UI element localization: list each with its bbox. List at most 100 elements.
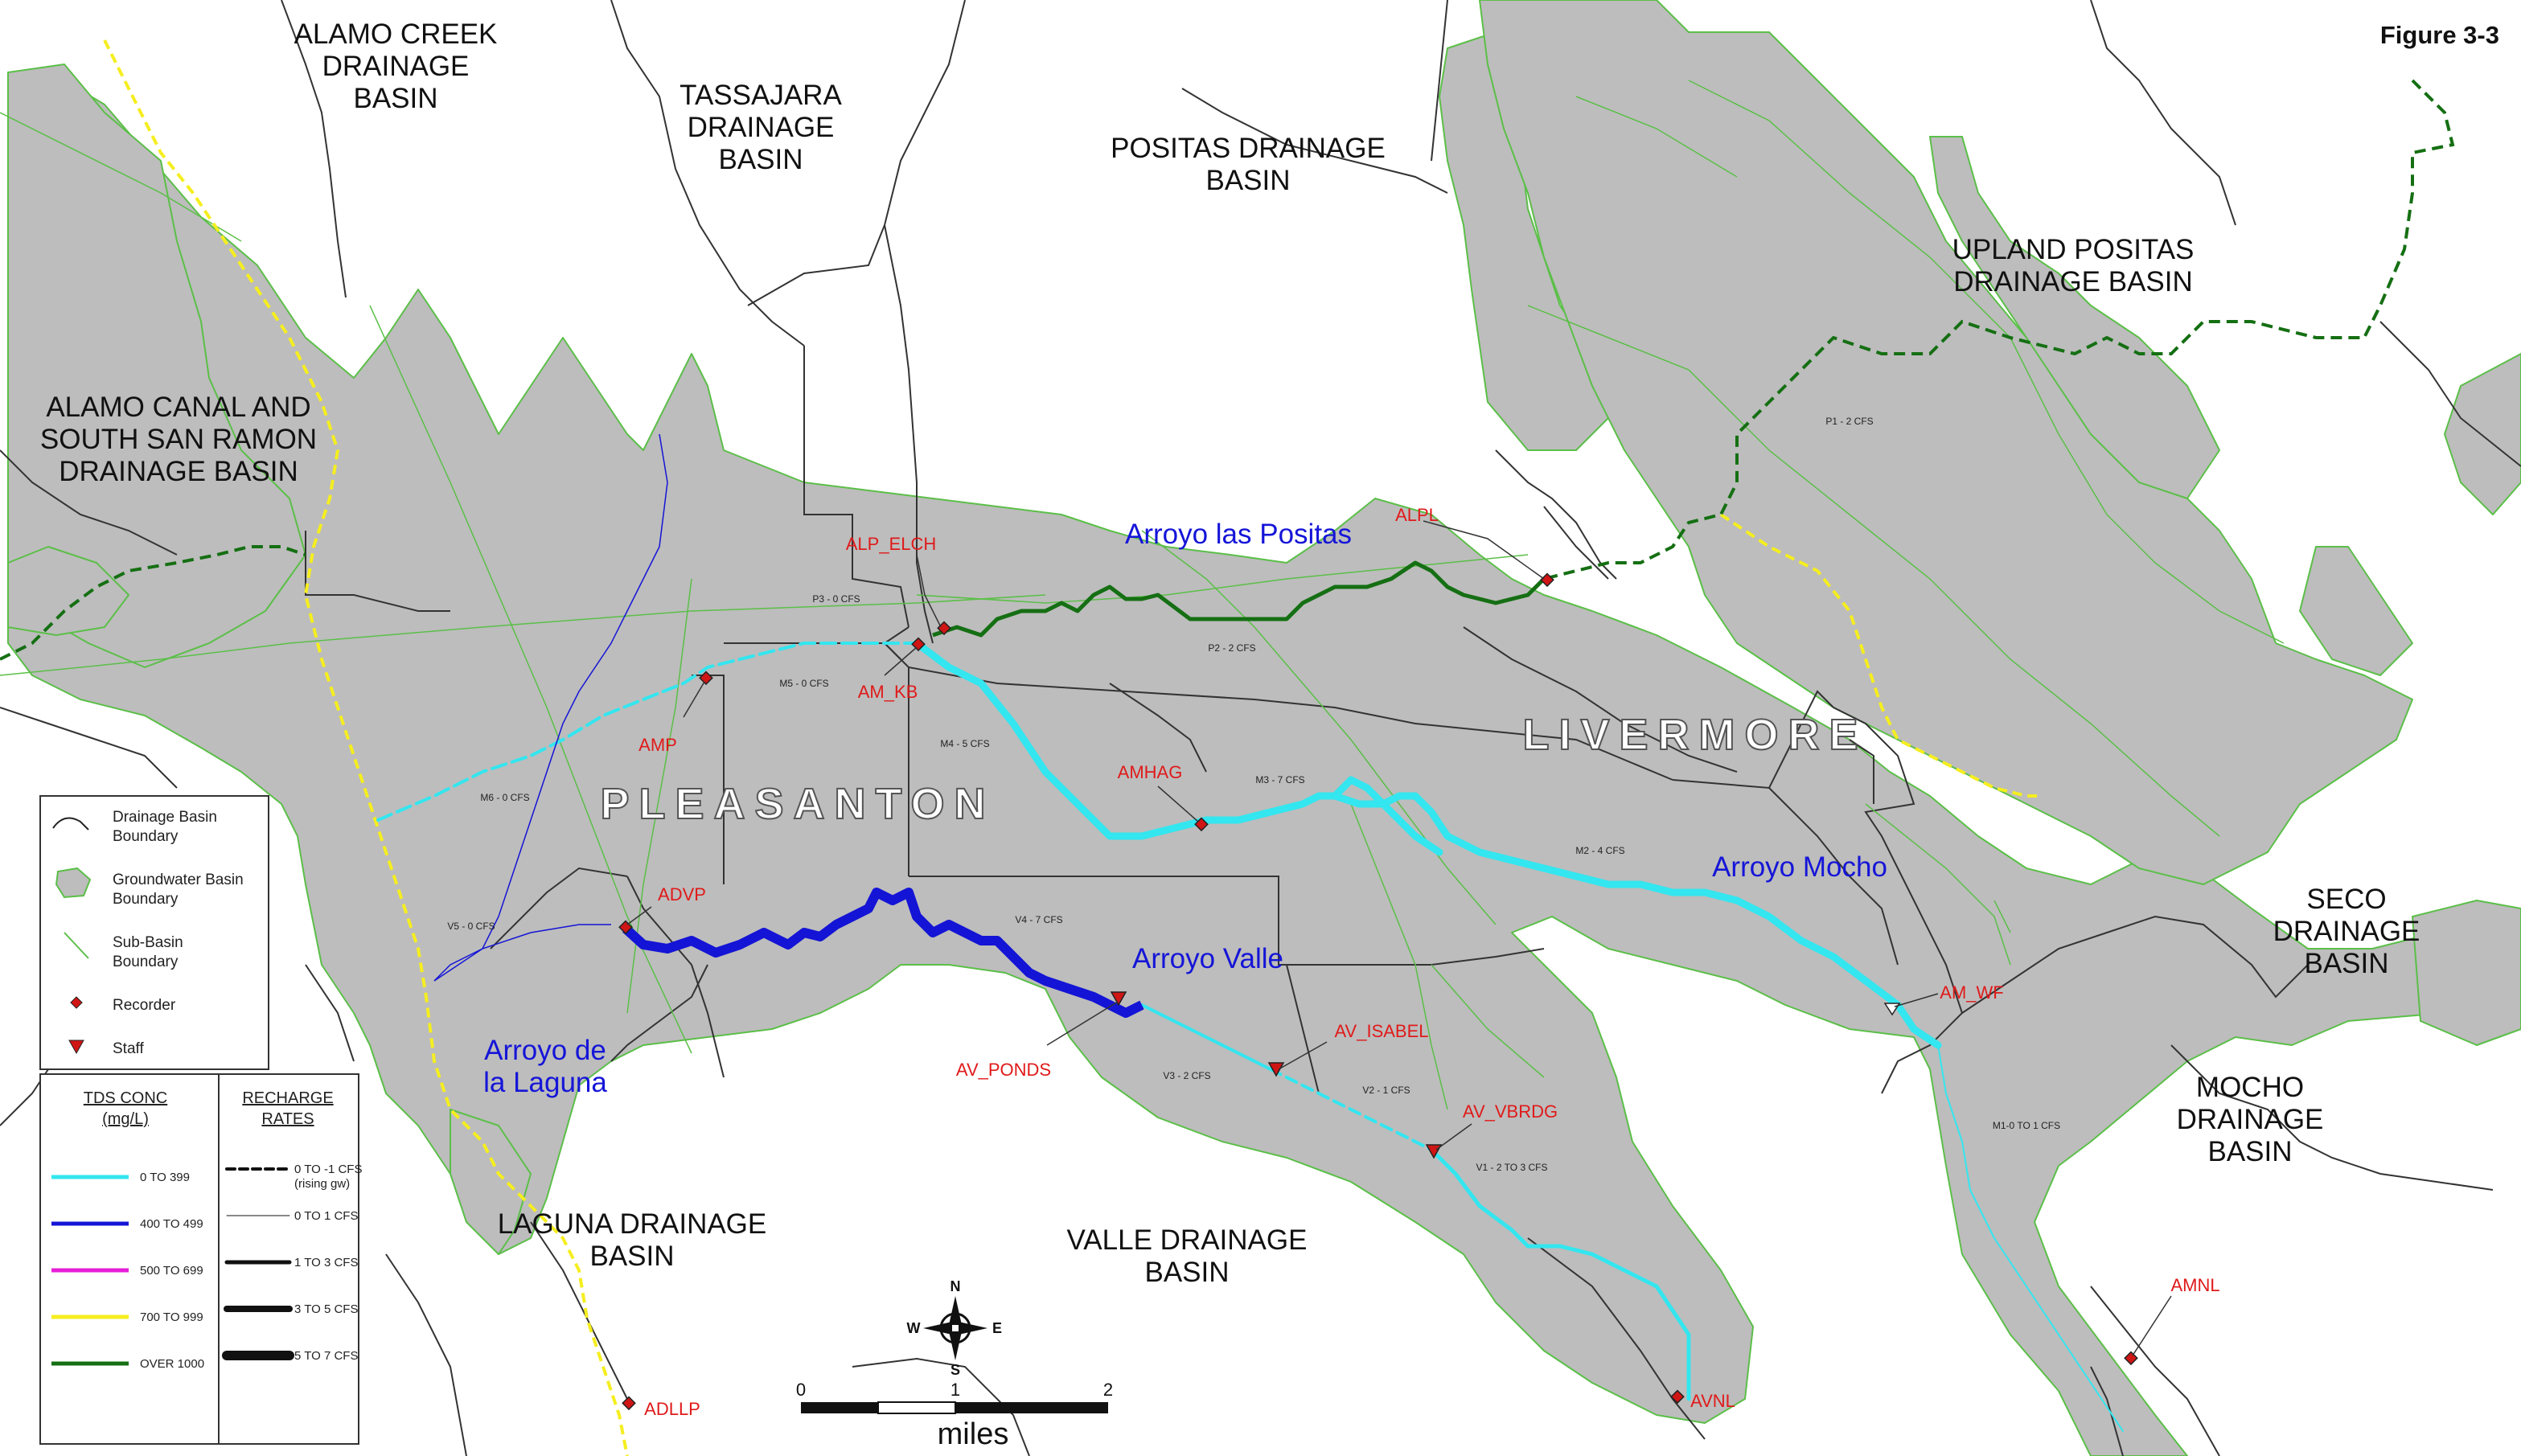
- scale-segment-3: [955, 1402, 1108, 1413]
- recorder-am-kb[interactable]: [911, 637, 926, 652]
- legend-tds-items: 0 TO 399 400 TO 499 500 TO 699 700 TO 999OV…: [51, 1171, 204, 1371]
- subbasin-v4: V4 - 7 CFS: [1015, 914, 1062, 925]
- subbasin-labels: P3 - 0 CFS P2 - 2 CFS P1 - 2 CFS M5 - 0 …: [447, 416, 2060, 1173]
- station-labels: ALP_ELCH ALPL AM_KB AMP AMHAG ADVP AV_PO…: [638, 505, 2219, 1419]
- stream-label-1: Arroyo Mocho: [1712, 851, 1887, 883]
- subbasin-p2: P2 - 2 CFS: [1208, 642, 1255, 654]
- subbasin-v2: V2 - 1 CFS: [1362, 1085, 1410, 1096]
- city-label-livermore: LIVERMORE: [1522, 711, 1867, 759]
- station-label-adllp: ADLLP: [644, 1399, 700, 1419]
- recorder-alp-elch[interactable]: [937, 621, 951, 636]
- arroyo-las-positas-channel: [932, 560, 1546, 638]
- scale-segment-2: [877, 1401, 956, 1414]
- stream-label-2: Arroyo Valle: [1132, 943, 1283, 974]
- tds-label-2: 500 TO 699: [140, 1264, 203, 1278]
- tds-over-1000-dashed: [0, 79, 2455, 661]
- recorder-amnl[interactable]: [2124, 1351, 2138, 1366]
- scale-tick-0: 0: [796, 1380, 806, 1400]
- scale-tick-2: 2: [1103, 1380, 1113, 1400]
- drainage-boundary-icon: [52, 817, 89, 831]
- figure-label: Figure 3-3: [2380, 21, 2499, 49]
- subbasin-v5: V5 - 0 CFS: [447, 921, 495, 932]
- subbasin-m5: M5 - 0 CFS: [779, 678, 828, 689]
- compass-rose: N S W E: [907, 1278, 1003, 1378]
- tds-0-399-lines: [376, 639, 2124, 1432]
- recorder-avnl[interactable]: [1670, 1389, 1685, 1405]
- station-label-am-wf: AM_WF: [1940, 982, 2003, 1003]
- station-label-av-vbrdg: AV_VBRDG: [1463, 1101, 1558, 1122]
- legend-tds-box: [39, 1073, 220, 1445]
- compass-n: N: [951, 1278, 961, 1294]
- subbasin-m1: M1-0 TO 1 CFS: [1993, 1120, 2060, 1131]
- subbasin-p1: P1 - 2 CFS: [1825, 416, 1873, 427]
- station-label-amhag: AMHAG: [1118, 762, 1183, 782]
- recorder-amp[interactable]: [699, 671, 713, 686]
- recharge-label-1: 0 TO 1 CFS: [294, 1209, 358, 1223]
- legend-label-staff: Staff: [113, 1040, 144, 1057]
- station-label-avnl: AVNL: [1690, 1391, 1735, 1411]
- tds-label-1: 400 TO 499: [140, 1217, 203, 1231]
- recharge-label-2: 1 TO 3 CFS: [294, 1256, 358, 1269]
- tds-700-999-lines: [103, 39, 2043, 1456]
- legend-label-recorder: Recorder: [113, 997, 176, 1014]
- scale-tick-1: 1: [951, 1380, 960, 1400]
- subbasin-v1: V1 - 2 TO 3 CFS: [1476, 1162, 1548, 1173]
- legend-recharge-box: [218, 1073, 359, 1445]
- tds-label-3: 700 TO 999: [140, 1310, 203, 1324]
- groundwater-basin: [7, 0, 2521, 1456]
- subbasin-p3: P3 - 0 CFS: [812, 593, 860, 605]
- compass-s: S: [951, 1362, 960, 1378]
- legend-symbol-box: [39, 795, 269, 1070]
- subbasin-boundaries: [0, 80, 2285, 1110]
- subbasin-m6: M6 - 0 CFS: [480, 792, 529, 803]
- compass-w: W: [907, 1320, 921, 1336]
- groundwater-boundary-icon: [55, 867, 92, 899]
- recharge-label-0: 0 TO -1 CFS(rising gw): [294, 1163, 362, 1191]
- station-label-amp: AMP: [638, 735, 677, 755]
- station-label-alpl: ALPL: [1395, 505, 1439, 525]
- recharge-label-4: 5 TO 7 CFS: [294, 1349, 358, 1363]
- stream-label-0: Arroyo las Positas: [1125, 519, 1352, 550]
- recorder-markers: [618, 572, 2138, 1411]
- city-label-pleasanton: PLEASANTON: [600, 780, 995, 828]
- recorder-alpl[interactable]: [1540, 572, 1554, 588]
- station-label-amnl: AMNL: [2170, 1275, 2219, 1295]
- station-leaders: [626, 520, 2172, 1356]
- scale-bar: 0 1 2 miles: [796, 1380, 1113, 1451]
- recorder-adllp[interactable]: [622, 1396, 636, 1411]
- compass-e: E: [992, 1320, 1002, 1336]
- scale-segment-1: [801, 1402, 878, 1413]
- station-label-alp-elch: ALP_ELCH: [846, 534, 937, 554]
- arroyo-valle-channel: [622, 888, 1144, 1018]
- laguna-blue-stream: [433, 433, 668, 982]
- subbasin-v3: V3 - 2 CFS: [1163, 1070, 1210, 1081]
- laguna-blue-branch: [433, 924, 611, 982]
- scale-unit: miles: [938, 1417, 1009, 1451]
- staff-triangle-icon: [68, 1040, 84, 1055]
- station-label-am-kb: AM_KB: [858, 682, 918, 702]
- staff-av-ponds[interactable]: [1110, 991, 1127, 1007]
- tds-label-4: OVER 1000: [140, 1357, 204, 1371]
- station-label-advp: ADVP: [658, 884, 706, 904]
- tds-label-0: 0 TO 399: [140, 1171, 190, 1184]
- legend-recharge-items: 0 TO -1 CFS(rising gw) 0 TO 1 CFS 1 TO 3 C…: [222, 1163, 362, 1363]
- subbasin-m2: M2 - 4 CFS: [1575, 845, 1624, 856]
- subbasin-m4: M4 - 5 CFS: [940, 738, 989, 749]
